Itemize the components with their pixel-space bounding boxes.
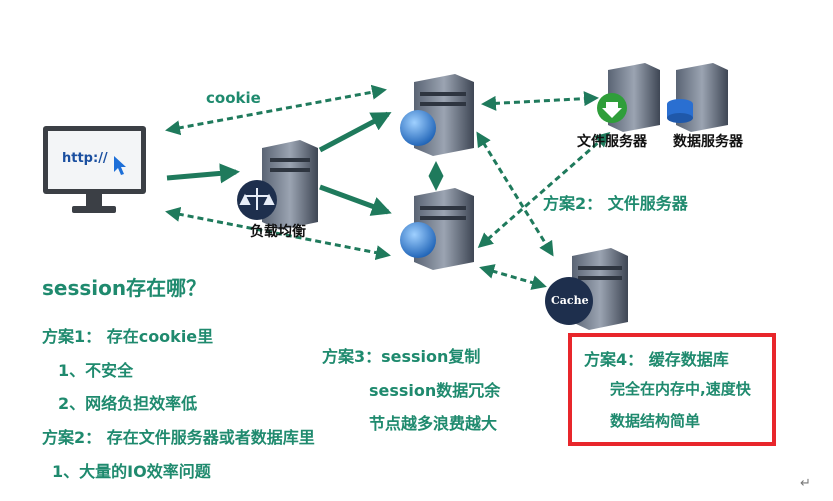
scheme4-item-2: 数据结构简单 xyxy=(610,412,701,430)
scheme4-item-1: 完全在内存中,速度快 xyxy=(610,380,751,398)
session-question-heading: session存在哪？ xyxy=(42,276,207,300)
load-balancer-server-icon xyxy=(237,140,318,230)
dashed-server2-cache xyxy=(479,264,547,290)
scheme1-title: 方案1： 存在cookie里 xyxy=(42,327,214,346)
scheme4-title: 方案4： 缓存数据库 xyxy=(584,350,729,369)
database-server-icon xyxy=(667,63,728,132)
scheme3-item-1: session数据冗余 xyxy=(369,381,501,400)
dashed-server1-fileserver xyxy=(481,91,599,111)
db-server-label: 数据服务器 xyxy=(673,134,743,150)
dashed-arrows xyxy=(165,84,611,290)
scheme2-title: 方案2： 存在文件服务器或者数据库里 xyxy=(42,428,315,447)
scheme3-item-2: 节点越多浪费越大 xyxy=(369,414,498,433)
scheme4-highlight-box xyxy=(568,333,776,446)
cache-server-icon xyxy=(545,248,628,330)
scheme1-item-2: 2、网络负担效率低 xyxy=(58,394,198,413)
browser-url-label: http:// xyxy=(62,151,108,166)
web-server-2-icon xyxy=(400,188,474,270)
file-server-icon xyxy=(597,63,660,132)
arrow-client-to-lb xyxy=(166,163,240,184)
enter-symbol: ↵ xyxy=(800,476,811,491)
scheme2-item-1: 1、大量的IO效率问题 xyxy=(52,462,211,481)
cookie-label: cookie xyxy=(206,89,261,107)
dashed-client-server1 xyxy=(165,84,387,136)
client-monitor-icon xyxy=(43,126,146,213)
arrow-lb-to-server2 xyxy=(319,184,392,216)
load-balancer-label: 负载均衡 xyxy=(250,224,306,240)
web-server-1-icon xyxy=(400,74,474,156)
scheme3-title: 方案3：session复制 xyxy=(322,347,481,366)
dashed-server1-cache xyxy=(476,131,554,257)
dashed-client-server2 xyxy=(165,206,391,261)
cache-label: Cache xyxy=(551,294,589,307)
file-scheme-label: 方案2： 文件服务器 xyxy=(543,194,688,213)
file-server-label: 文件服务器 xyxy=(577,134,647,150)
arrow-lb-to-server1 xyxy=(318,111,392,153)
scheme1-item-1: 1、不安全 xyxy=(58,361,134,380)
